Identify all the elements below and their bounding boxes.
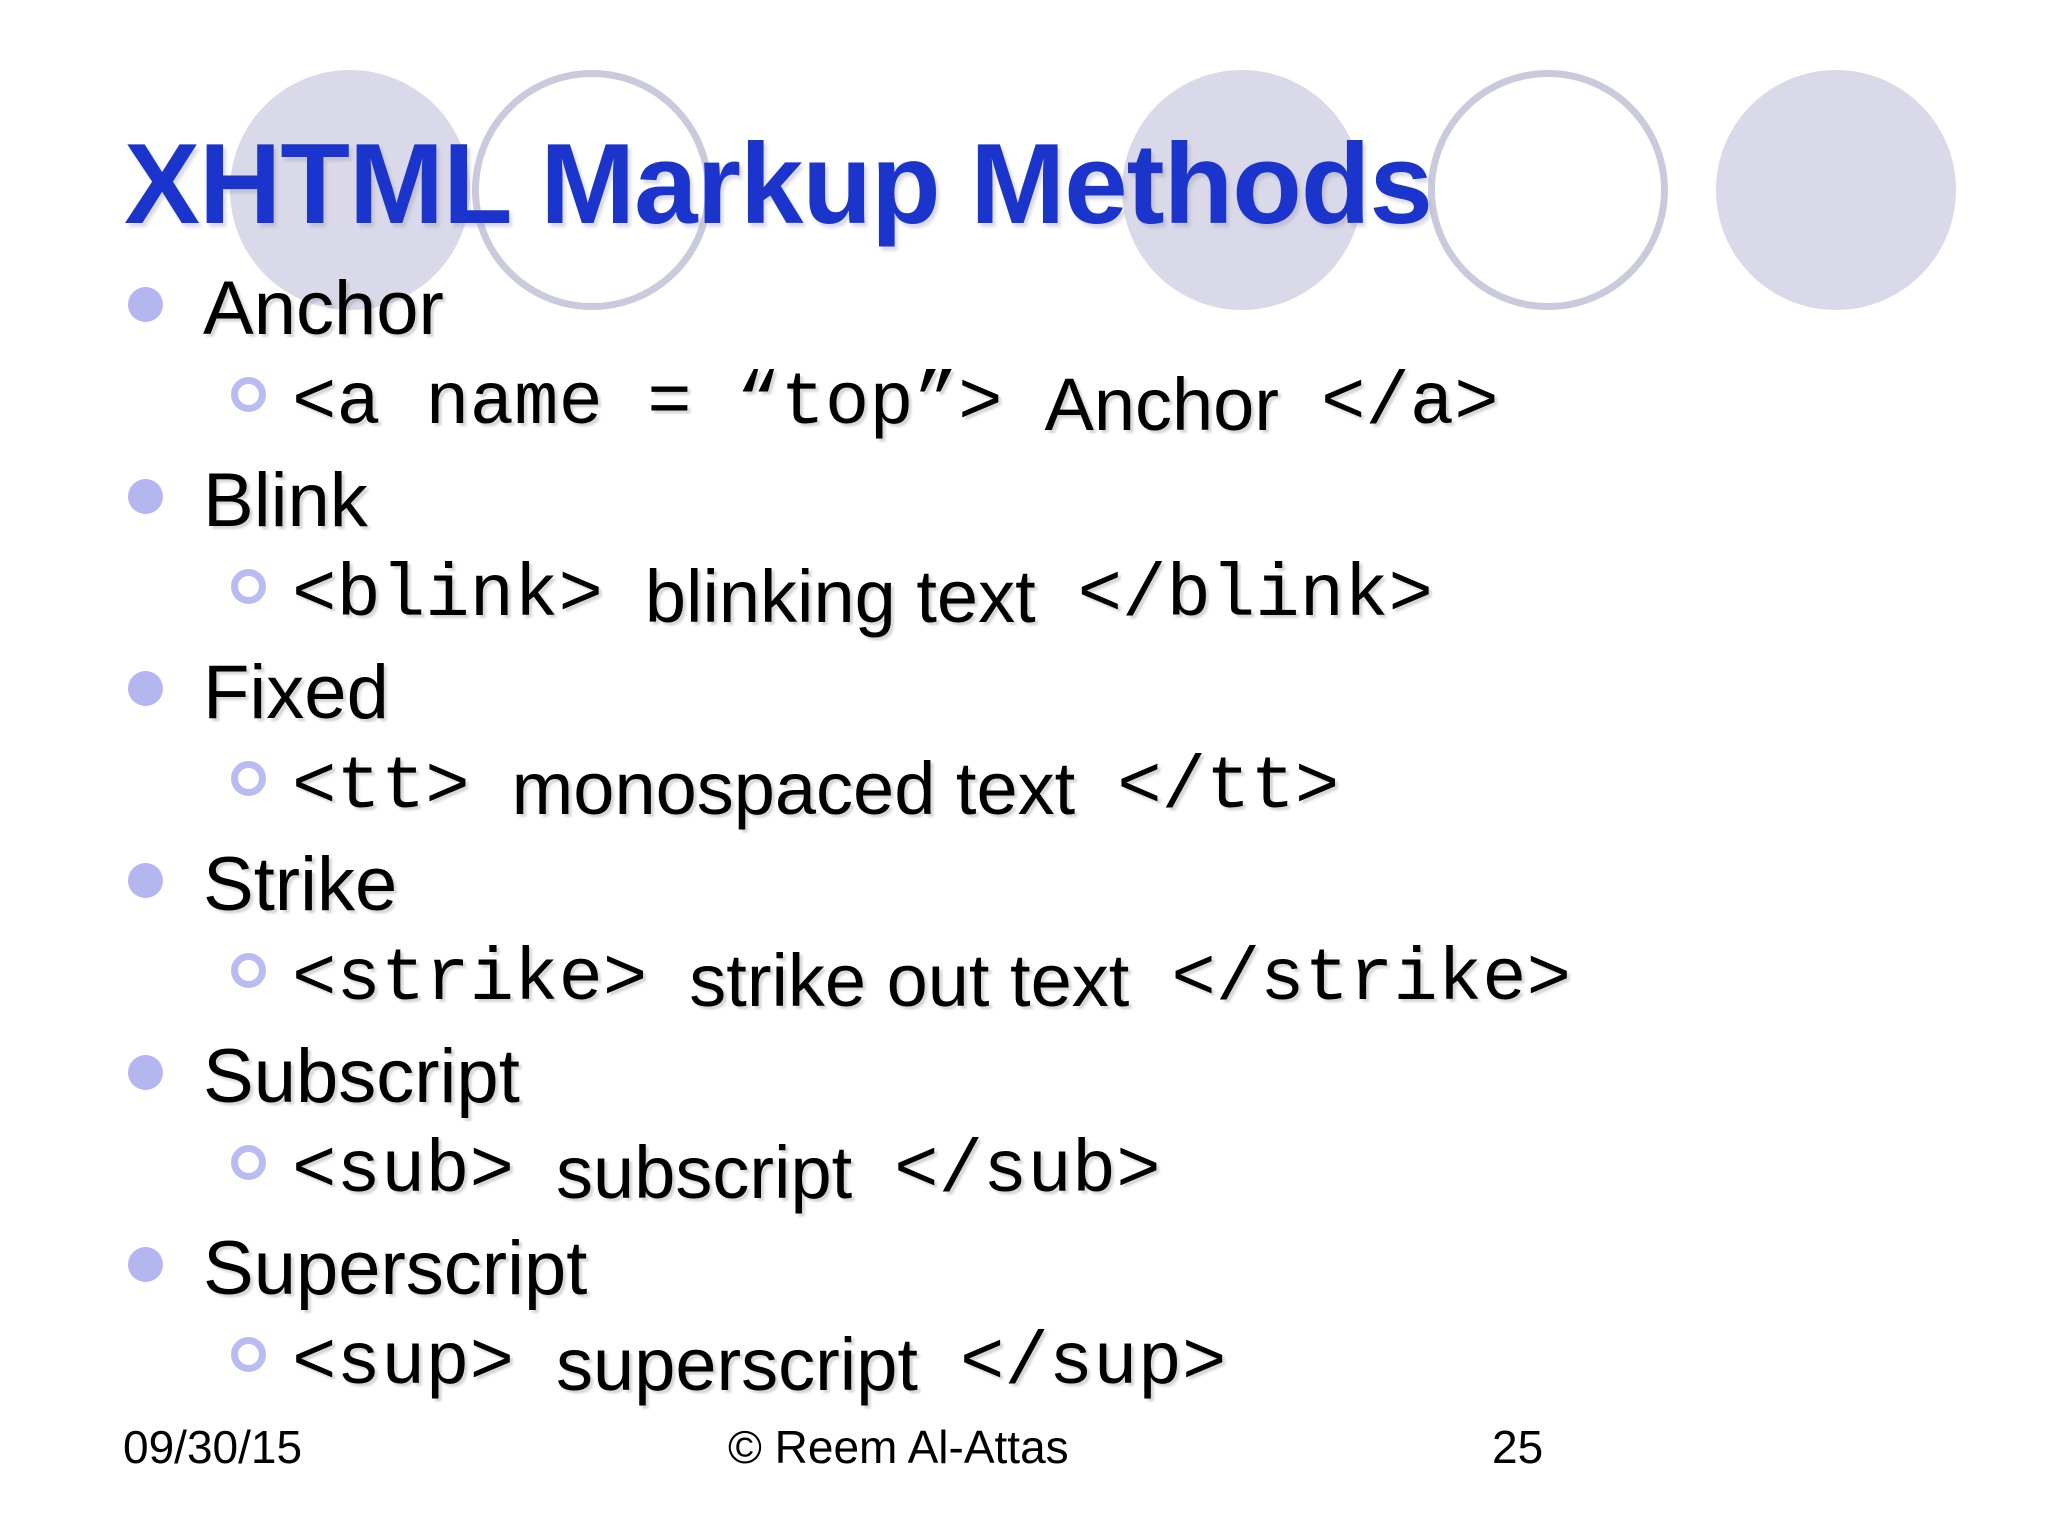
list-item-label: Superscript <box>203 1225 588 1311</box>
list-item-label: Anchor <box>203 265 444 351</box>
sub-bullet-icon <box>231 1144 266 1180</box>
code-content: superscript <box>556 1322 918 1406</box>
bullet-icon <box>128 862 163 898</box>
code-close-tag: </a> <box>1320 362 1499 446</box>
code-content: blinking text <box>644 554 1036 638</box>
decor-circle-outlined-1 <box>472 70 712 310</box>
footer-date: 09/30/15 <box>123 1421 303 1473</box>
sub-bullet-icon <box>231 1336 266 1372</box>
code-line-anchor: <a name = “top”> Anchor </a> <box>0 356 2048 452</box>
code-open-tag: <tt> <box>292 746 470 830</box>
sub-bullet-icon <box>231 760 266 796</box>
decor-circle-filled-3 <box>1716 70 1956 310</box>
code-open-tag: <sup> <box>292 1322 515 1406</box>
decor-circle-filled-2 <box>1122 70 1362 310</box>
code-line-strike: <strike> strike out text </strike> <box>0 932 2048 1028</box>
sub-bullet-icon <box>231 952 266 988</box>
list-item-label: Blink <box>203 457 368 543</box>
code-line-fixed: <tt> monospaced text </tt> <box>0 740 2048 836</box>
list-item-anchor: Anchor <box>0 260 2048 356</box>
list-item-blink: Blink <box>0 452 2048 548</box>
bullet-icon <box>128 1054 163 1090</box>
code-open-tag: <blink> <box>292 554 603 638</box>
code-line-blink: <blink> blinking text </blink> <box>0 548 2048 644</box>
footer-copyright: © Reem Al-Attas <box>728 1421 1069 1473</box>
code-content: subscript <box>556 1130 853 1214</box>
code-close-tag: </sup> <box>959 1322 1227 1406</box>
list-item-label: Subscript <box>203 1033 520 1119</box>
list-item-superscript: Superscript <box>0 1220 2048 1316</box>
bullet-icon <box>128 478 163 514</box>
code-content: monospaced text <box>511 746 1076 830</box>
code-line-subscript: <sub> subscript </sub> <box>0 1124 2048 1220</box>
bullet-icon <box>128 286 163 322</box>
code-line-superscript: <sup> superscript </sup> <box>0 1316 2048 1412</box>
list-item-strike: Strike <box>0 836 2048 932</box>
sub-bullet-icon <box>231 568 266 604</box>
code-open-tag: <strike> <box>292 938 648 1022</box>
page-number: 25 <box>1492 1421 1544 1473</box>
list-item-subscript: Subscript <box>0 1028 2048 1124</box>
slide-title: XHTML Markup Methods <box>124 121 1433 248</box>
bullet-icon <box>128 1246 163 1282</box>
code-open-tag: <a name = “top”> <box>292 362 1003 446</box>
code-open-tag: <sub> <box>292 1130 515 1214</box>
list-item-label: Fixed <box>203 649 389 735</box>
list-item-label: Strike <box>203 841 398 927</box>
code-content: strike out text <box>689 938 1130 1022</box>
decor-circle-outlined-2 <box>1428 70 1668 310</box>
list-item-fixed: Fixed <box>0 644 2048 740</box>
sub-bullet-icon <box>231 376 266 412</box>
code-content: Anchor <box>1044 362 1279 446</box>
code-close-tag: </sub> <box>894 1130 1161 1214</box>
code-close-tag: </tt> <box>1117 746 1340 830</box>
code-close-tag: </strike> <box>1171 938 1571 1022</box>
bullet-list: Anchor <a name = “top”> Anchor </a> Blin… <box>0 260 2048 1412</box>
bullet-icon <box>128 670 163 706</box>
decor-circle-filled-1 <box>230 70 470 310</box>
code-close-tag: </blink> <box>1077 554 1433 638</box>
